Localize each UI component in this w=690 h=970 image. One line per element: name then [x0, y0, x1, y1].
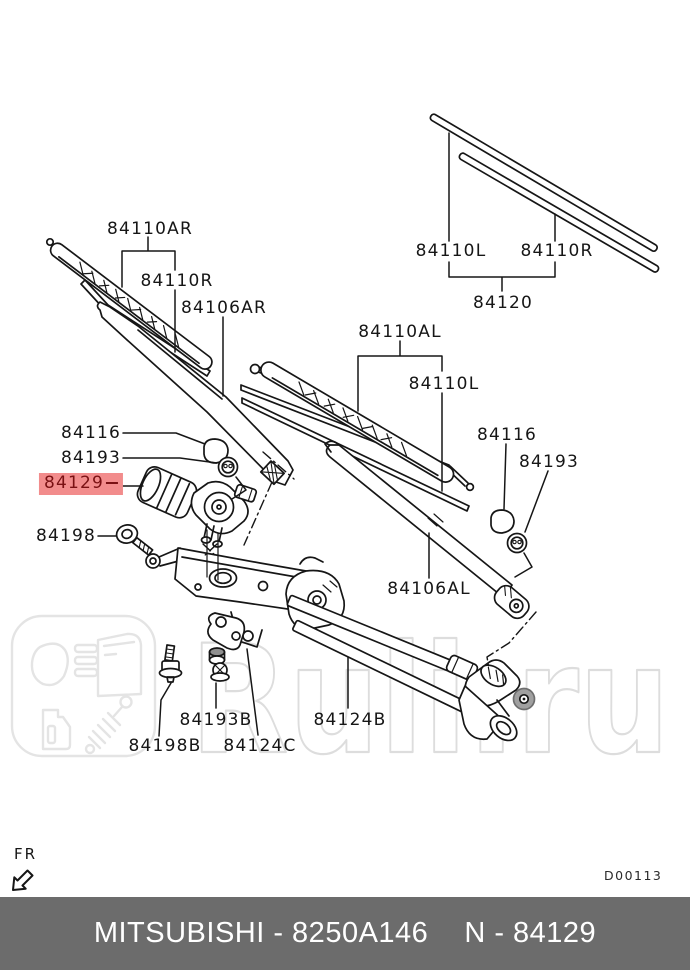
- wiper-refill-blades: [429, 113, 660, 273]
- wiper-arm-right: [96, 301, 294, 486]
- part-label-84106al[interactable]: 84106AL: [387, 579, 471, 599]
- part-label-84193b[interactable]: 84193B: [179, 710, 253, 730]
- car-door-icon: [96, 632, 143, 698]
- pivot-cap-left: [490, 509, 515, 534]
- part-label-84129[interactable]: 84129: [38, 473, 124, 495]
- drawing-code: D00113: [604, 868, 663, 883]
- mount-bolt: [115, 524, 154, 556]
- oil-bottle-icon: [41, 708, 72, 751]
- linkage-bracket: [207, 612, 246, 651]
- wiper-blade-right: [45, 237, 213, 370]
- diagram-art: [12, 113, 660, 891]
- part-label-84110r-a[interactable]: 84110R: [140, 271, 214, 291]
- linkage-frame: [145, 547, 346, 648]
- grommet-nut: [208, 647, 230, 682]
- assembly-guide-lines: [202, 451, 537, 670]
- wiper-blade-left: [240, 361, 475, 512]
- linkage-pivot-assembly: [458, 659, 536, 742]
- wiper-arm-left: [324, 440, 513, 599]
- part-label-84193-b[interactable]: 84193: [518, 452, 580, 472]
- pivot-grommet-right: [217, 456, 239, 478]
- watermark-layer: Ruli.ru: [10, 613, 671, 789]
- part-label-84198b[interactable]: 84198B: [128, 736, 202, 756]
- footer-brand-part: MITSUBISHI - 8250A146: [93, 917, 429, 949]
- linkage-bolt: [158, 644, 183, 683]
- watermark-logo-box: [10, 614, 157, 758]
- part-label-84110ar[interactable]: 84110AR: [107, 219, 193, 239]
- wiper-rubber-right: [80, 279, 211, 377]
- front-direction-arrow-icon: [12, 869, 34, 891]
- pivot-grommet-left: [506, 532, 528, 554]
- watermark-text: Ruli.ru: [190, 614, 670, 788]
- part-label-84124b[interactable]: 84124B: [313, 710, 387, 730]
- part-label-84116-b[interactable]: 84116: [476, 425, 538, 445]
- highlight-dash: [106, 482, 119, 484]
- footer-group-ref: N - 84129: [464, 917, 597, 949]
- part-label-84198[interactable]: 84198: [35, 526, 97, 546]
- shock-absorber-icon: [84, 695, 133, 755]
- grommet-install-pointers: [231, 476, 533, 578]
- part-label-84193-a[interactable]: 84193: [60, 448, 122, 468]
- part-label-84116-a[interactable]: 84116: [60, 423, 122, 443]
- headlight-icon: [30, 642, 99, 687]
- part-label-84120[interactable]: 84120: [472, 293, 534, 313]
- footer-bar: MITSUBISHI - 8250A146 N - 84129: [0, 897, 690, 970]
- part-label-84110l-top[interactable]: 84110L: [415, 241, 487, 261]
- label-pointer-lines: [97, 132, 556, 737]
- wiper-pivot-left: [493, 584, 530, 620]
- part-label-84106ar[interactable]: 84106AR: [181, 298, 267, 318]
- front-marker-label: FR: [14, 845, 38, 863]
- part-label-84124c[interactable]: 84124C: [223, 736, 297, 756]
- part-label-84110al[interactable]: 84110AL: [358, 322, 442, 342]
- part-label-84110l-mid[interactable]: 84110L: [408, 374, 480, 394]
- part-label-84110r-top[interactable]: 84110R: [520, 241, 594, 261]
